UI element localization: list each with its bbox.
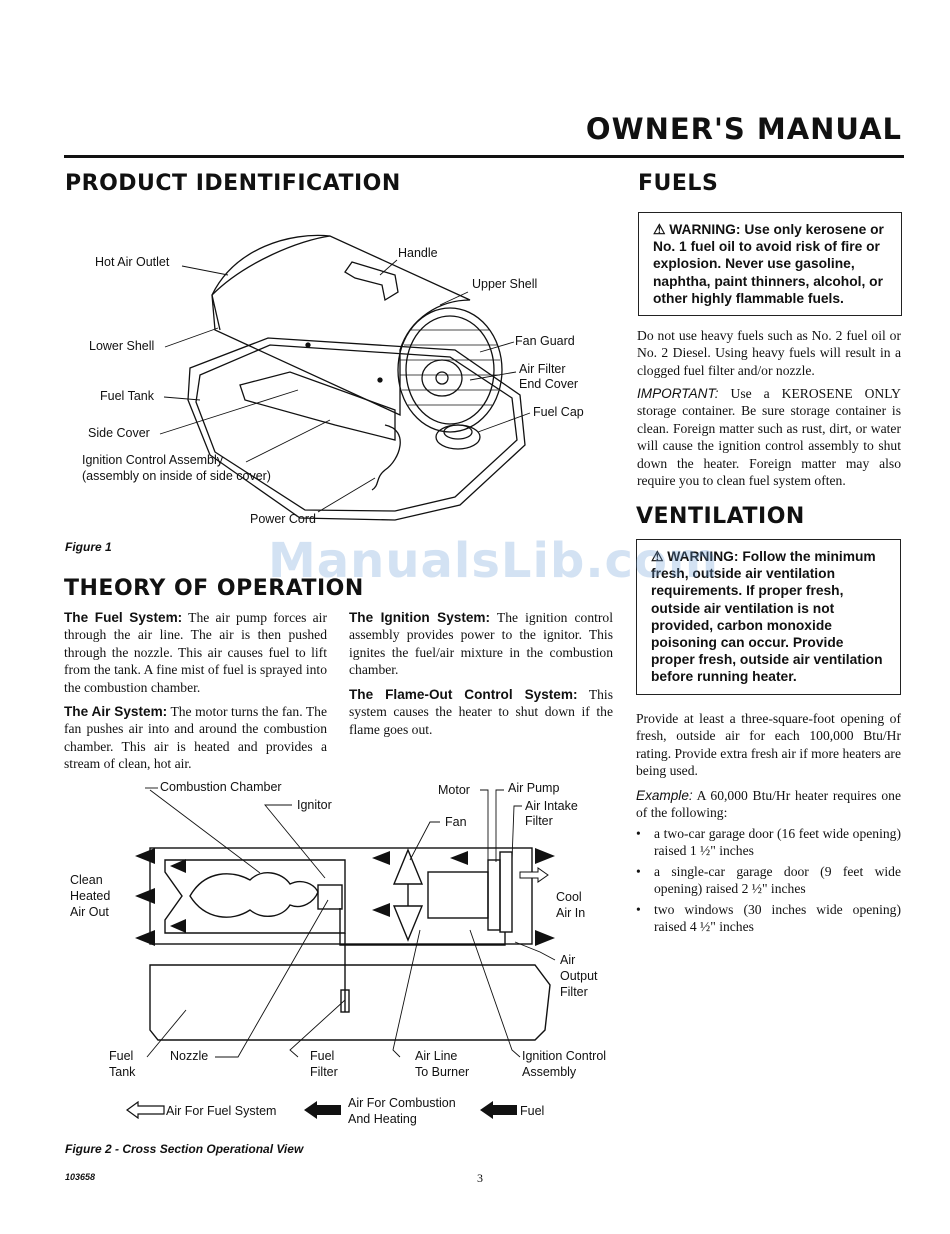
label-air-line-to-burner: To Burner bbox=[415, 1065, 470, 1079]
watermark: ManualsLib.com bbox=[268, 533, 719, 589]
label-air-out: Air Out bbox=[70, 905, 109, 919]
example-label: Example: bbox=[636, 788, 693, 803]
fuels-important-paragraph: IMPORTANT: Use a KEROSENE ONLY storage c… bbox=[637, 385, 901, 489]
ventilation-options-list: •a two-car garage door (16 feet wide ope… bbox=[636, 825, 901, 938]
ventilation-example-paragraph: Example: A 60,000 Btu/Hr heater requires… bbox=[636, 787, 901, 822]
label-fuel-tank: Fuel Tank bbox=[100, 389, 154, 403]
label-lower-shell: Lower Shell bbox=[89, 339, 155, 353]
label-side-cover: Side Cover bbox=[88, 426, 150, 440]
label-air-intake-filter: Filter bbox=[525, 814, 553, 828]
legend-air-for-combustion: Air For Combustion bbox=[348, 1096, 456, 1110]
ignition-system-text: The ignition control assembly provides p… bbox=[349, 610, 613, 678]
label-fuel-cap: Fuel Cap bbox=[533, 405, 584, 419]
document-number: 103658 bbox=[65, 1172, 96, 1182]
important-label: IMPORTANT: bbox=[637, 386, 719, 401]
flameout-title: The Flame-Out Control System: bbox=[349, 687, 578, 702]
label-ignition-control-note: (assembly on inside of side cover) bbox=[82, 469, 271, 483]
legend-fuel-arrow-icon bbox=[479, 1101, 519, 1124]
ignition-system-title: The Ignition System: bbox=[349, 610, 491, 625]
important-text: Use a KEROSENE ONLY storage container. B… bbox=[637, 386, 901, 489]
label-air-pump: Air Pump bbox=[508, 781, 560, 795]
label-power-cord: Power Cord bbox=[250, 512, 316, 526]
fuels-heading: FUELS bbox=[638, 171, 719, 196]
label-fuel-tank-2b: Tank bbox=[109, 1065, 136, 1079]
ventilation-warning-text: ⚠ WARNING: Follow the minimum fresh, out… bbox=[651, 548, 890, 686]
example-text: A 60,000 Btu/Hr heater requires one of t… bbox=[636, 788, 901, 821]
label-ignition-control: Ignition Control bbox=[522, 1049, 607, 1063]
ventilation-warning-box: ⚠ WARNING: Follow the minimum fresh, out… bbox=[636, 539, 901, 695]
label-fuel-tank-2: Fuel bbox=[109, 1049, 134, 1063]
figure-2: Combustion Chamber Ignitor Motor Air Pum… bbox=[60, 775, 630, 1135]
flameout-text: This system causes the heater to shut do… bbox=[349, 687, 613, 737]
product-identification-heading: PRODUCT IDENTIFICATION bbox=[65, 171, 401, 196]
label-combustion-chamber: Combustion Chamber bbox=[160, 780, 282, 794]
list-item: •a single-car garage door (9 feet wide o… bbox=[636, 863, 901, 897]
fuel-system-title: The Fuel System: bbox=[64, 610, 183, 625]
fuels-warning-text: ⚠ WARNING: Use only kerosene or No. 1 fu… bbox=[653, 221, 891, 307]
air-system-paragraph: The Air System: The motor turns the fan.… bbox=[64, 703, 327, 773]
label-fan-guard: Fan Guard bbox=[515, 334, 575, 348]
fuel-system-paragraph: The Fuel System: The air pump forces air… bbox=[64, 609, 327, 696]
legend-and-heating: And Heating bbox=[348, 1112, 417, 1126]
theory-of-operation-heading: THEORY OF OPERATION bbox=[64, 576, 364, 601]
label-heated: Heated bbox=[70, 889, 111, 903]
cross-section-diagram bbox=[135, 787, 556, 1058]
fuel-system-text: The air pump forces air through the air … bbox=[64, 610, 327, 695]
label-air-in: Air In bbox=[556, 906, 586, 920]
warning-triangle-icon: ⚠ bbox=[653, 222, 666, 237]
label-air-output-filter: Filter bbox=[560, 985, 588, 999]
air-system-title: The Air System: bbox=[64, 704, 168, 719]
label-air-output-2: Output bbox=[560, 969, 598, 983]
label-clean: Clean bbox=[70, 873, 103, 887]
label-nozzle: Nozzle bbox=[170, 1049, 209, 1063]
manual-title: OWNER'S MANUAL bbox=[585, 112, 902, 146]
legend-solid-arrow-icon bbox=[303, 1101, 343, 1124]
fuels-warning-message: WARNING: Use only kerosene or No. 1 fuel… bbox=[653, 222, 884, 306]
fuels-warning-box: ⚠ WARNING: Use only kerosene or No. 1 fu… bbox=[638, 212, 902, 317]
label-ignition-control-assembly-2: Assembly bbox=[522, 1065, 577, 1079]
label-fan: Fan bbox=[445, 815, 467, 829]
label-end-cover: End Cover bbox=[519, 377, 579, 391]
label-cool: Cool bbox=[556, 890, 582, 904]
label-motor: Motor bbox=[438, 783, 470, 797]
ventilation-paragraph-1: Provide at least a three-square-foot ope… bbox=[636, 711, 901, 779]
figure-1-caption: Figure 1 bbox=[65, 540, 112, 554]
label-ignitor: Ignitor bbox=[297, 798, 332, 812]
list-item: •two windows (30 inches wide opening) ra… bbox=[636, 901, 901, 935]
header-rule bbox=[64, 155, 904, 158]
label-handle: Handle bbox=[398, 246, 438, 260]
label-ignition-control-assembly: Ignition Control Assembly bbox=[82, 453, 224, 467]
label-air-line: Air Line bbox=[415, 1049, 458, 1063]
figure-1: Hot Air Outlet Handle Upper Shell Lower … bbox=[60, 230, 620, 540]
page-number: 3 bbox=[477, 1171, 483, 1185]
label-upper-shell: Upper Shell bbox=[472, 277, 538, 291]
air-system-text: The motor turns the fan. The fan pushes … bbox=[64, 704, 327, 772]
ignition-system-paragraph: The Ignition System: The ignition contro… bbox=[349, 609, 613, 679]
label-air-output: Air bbox=[560, 953, 576, 967]
label-hot-air-outlet: Hot Air Outlet bbox=[95, 255, 170, 269]
ventilation-warning-message: WARNING: Follow the minimum fresh, outsi… bbox=[651, 549, 883, 685]
label-fuel-filter-2: Filter bbox=[310, 1065, 338, 1079]
label-air-filter: Air Filter bbox=[519, 362, 566, 376]
list-item: •a two-car garage door (16 feet wide ope… bbox=[636, 826, 901, 859]
flameout-paragraph: The Flame-Out Control System: This syste… bbox=[349, 686, 613, 738]
legend-air-for-fuel-system: Air For Fuel System bbox=[166, 1104, 277, 1118]
legend-fuel: Fuel bbox=[520, 1104, 545, 1118]
figure-2-caption: Figure 2 - Cross Section Operational Vie… bbox=[65, 1142, 304, 1156]
warning-triangle-icon: ⚠ bbox=[651, 549, 664, 564]
label-fuel-filter: Fuel bbox=[310, 1049, 335, 1063]
heater-illustration bbox=[159, 234, 531, 521]
label-air-intake: Air Intake bbox=[525, 799, 578, 813]
ventilation-heading: VENTILATION bbox=[636, 504, 805, 529]
fuels-paragraph-1: Do not use heavy fuels such as No. 2 fue… bbox=[637, 328, 901, 378]
legend-open-arrow-icon bbox=[125, 1100, 166, 1124]
